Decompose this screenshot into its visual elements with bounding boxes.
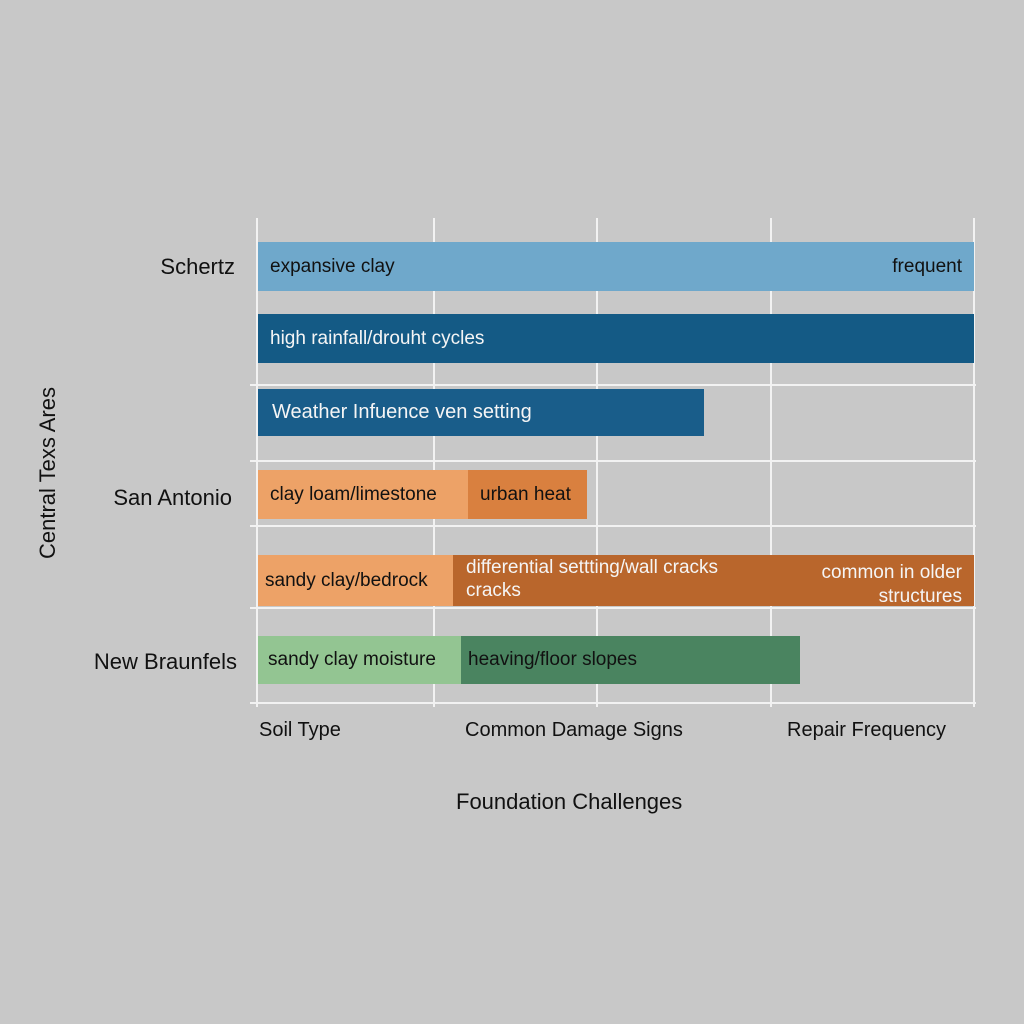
bar-label-frequency: common in older structures (822, 561, 962, 608)
y-label-new-braunfels: New Braunfels (93, 649, 237, 674)
gridline-vertical (596, 218, 598, 707)
x-label-repair-frequency: Repair Frequency (787, 719, 946, 741)
y-label-schertz: Schertz (160, 254, 235, 279)
bar-label-line2: cracks (466, 579, 521, 601)
bar-new-braunfels: sandy clay moisture heaving/floor slopes (258, 636, 800, 684)
bar-segment-soil: sandy clay/bedrock (258, 555, 453, 606)
bar-schertz-soil: expansive clay frequent (258, 242, 974, 291)
bar-weather-influence: Weather Infuence ven setting (258, 389, 704, 436)
gridline-vertical (256, 218, 258, 707)
gridline-vertical (770, 218, 772, 707)
gridline-horizontal (250, 702, 976, 704)
bar-san-antonio-damage: sandy clay/bedrock differential settting… (258, 555, 974, 608)
gridline-horizontal (250, 607, 976, 609)
bar-segment-damage: urban heat (468, 470, 587, 519)
bar-label: expansive clay (270, 255, 395, 277)
bar-segment-damage: differential settting/wall cracks cracks (453, 555, 974, 606)
x-label-damage-signs: Common Damage Signs (465, 719, 683, 741)
gridline-horizontal (250, 525, 976, 527)
gridline-vertical (433, 218, 435, 707)
bar-segment-soil: sandy clay moisture (258, 636, 461, 684)
bar-segment-soil: clay loam/limestone (258, 470, 468, 519)
bar-label: Weather Infuence ven setting (272, 401, 532, 423)
gridline-horizontal (250, 460, 976, 462)
gridline-horizontal (250, 384, 976, 386)
x-label-soil-type: Soil Type (259, 719, 341, 741)
gridline-vertical (973, 218, 975, 707)
bar-label-right: frequent (892, 255, 962, 277)
bar-label-line1: common in older (821, 561, 962, 583)
bar-segment-damage: heaving/floor slopes (461, 636, 800, 684)
bar-schertz-weather: high rainfall/drouht cycles (258, 314, 974, 363)
bar-label-line1: differential settting/wall cracks (466, 556, 719, 578)
bar-san-antonio-soil: clay loam/limestone urban heat (258, 470, 587, 519)
y-label-san-antonio: San Antonio (113, 485, 232, 510)
bar-label-line2: structures (878, 585, 962, 607)
x-axis-title: Foundation Challenges (456, 789, 683, 814)
bar-label: high rainfall/drouht cycles (270, 327, 485, 349)
y-axis-title: Central Texs Ares (35, 387, 60, 560)
